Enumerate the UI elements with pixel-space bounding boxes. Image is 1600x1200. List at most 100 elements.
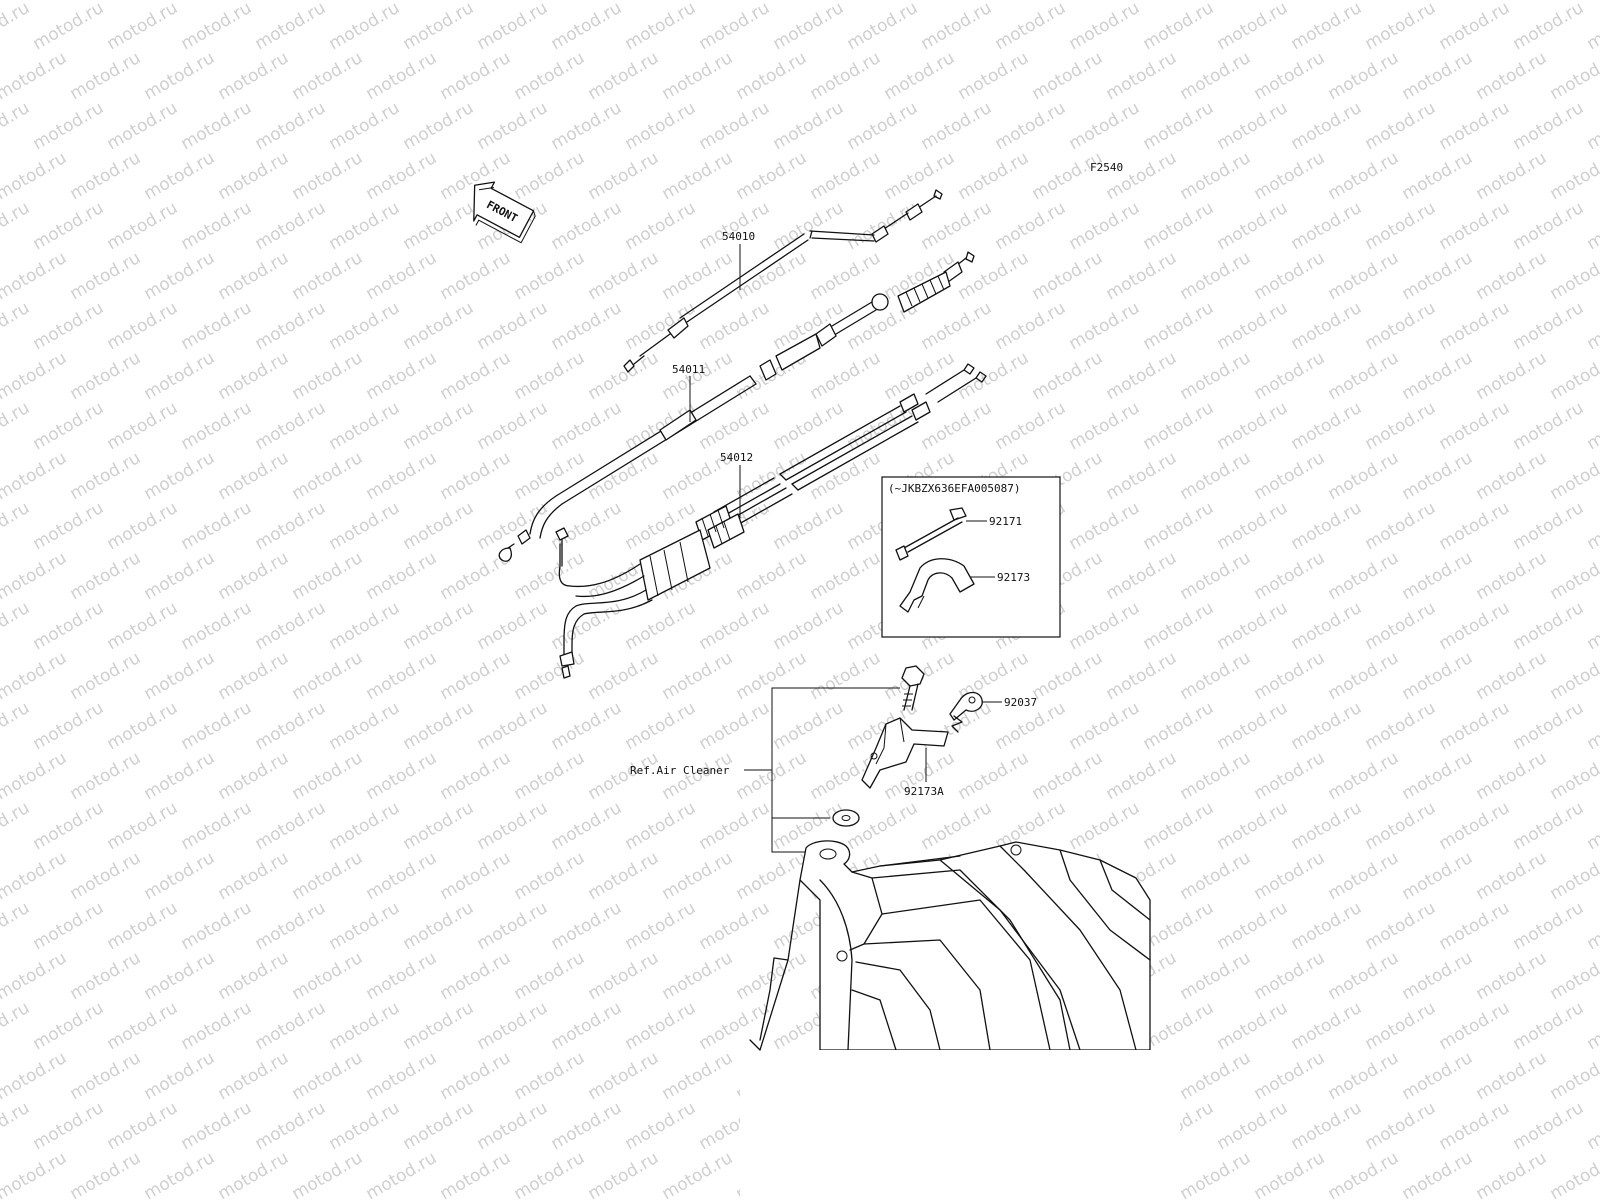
watermark-text: motod.ru bbox=[30, 0, 108, 54]
watermark-text: motod.ru bbox=[141, 448, 219, 504]
watermark-text: motod.ru bbox=[1325, 448, 1403, 504]
watermark-text: motod.ru bbox=[1510, 498, 1588, 554]
watermark-text: motod.ru bbox=[1251, 748, 1329, 804]
watermark-text: motod.ru bbox=[0, 598, 33, 654]
watermark-text: motod.ru bbox=[474, 698, 552, 754]
watermark-text: motod.ru bbox=[215, 348, 293, 404]
watermark-text: motod.ru bbox=[585, 448, 663, 504]
watermark-text: motod.ru bbox=[400, 1098, 478, 1154]
watermark-text: motod.ru bbox=[437, 248, 515, 304]
watermark-text: motod.ru bbox=[30, 298, 108, 354]
watermark-text: motod.ru bbox=[1584, 98, 1600, 154]
watermark-text: motod.ru bbox=[178, 98, 256, 154]
watermark-text: motod.ru bbox=[1177, 448, 1255, 504]
watermark-text: motod.ru bbox=[1510, 798, 1588, 854]
watermark-text: motod.ru bbox=[696, 698, 774, 754]
watermark-text: motod.ru bbox=[511, 448, 589, 504]
watermark-text: motod.ru bbox=[0, 398, 33, 454]
watermark-text: motod.ru bbox=[1473, 0, 1551, 4]
watermark-text: motod.ru bbox=[1214, 498, 1292, 554]
watermark-text: motod.ru bbox=[1251, 648, 1329, 704]
watermark-text: motod.ru bbox=[548, 198, 626, 254]
watermark-text: motod.ru bbox=[0, 98, 33, 154]
watermark-text: motod.ru bbox=[215, 248, 293, 304]
watermark-text: motod.ru bbox=[511, 148, 589, 204]
watermark-text: motod.ru bbox=[1325, 348, 1403, 404]
watermark-text: motod.ru bbox=[1288, 498, 1366, 554]
watermark-text: motod.ru bbox=[1214, 1098, 1292, 1154]
watermark-text: motod.ru bbox=[1251, 0, 1329, 4]
watermark-text: motod.ru bbox=[1066, 398, 1144, 454]
watermark-text: motod.ru bbox=[178, 898, 256, 954]
watermark-text: motod.ru bbox=[1473, 648, 1551, 704]
watermark-text: motod.ru bbox=[1103, 0, 1181, 4]
watermark-text: motod.ru bbox=[1288, 0, 1366, 54]
watermark-text: motod.ru bbox=[215, 0, 293, 4]
part-92171-label: 92171 bbox=[989, 515, 1022, 528]
watermark-text: motod.ru bbox=[1103, 248, 1181, 304]
watermark-text: motod.ru bbox=[1029, 48, 1107, 104]
watermark-text: motod.ru bbox=[178, 798, 256, 854]
watermark-text: motod.ru bbox=[659, 348, 737, 404]
watermark-text: motod.ru bbox=[326, 598, 404, 654]
watermark-text: motod.ru bbox=[770, 0, 848, 54]
housing-edge bbox=[749, 1039, 761, 1051]
watermark-text: motod.ru bbox=[844, 0, 922, 54]
watermark-text: motod.ru bbox=[622, 798, 700, 854]
watermark-text: motod.ru bbox=[1214, 198, 1292, 254]
watermark-text: motod.ru bbox=[289, 348, 367, 404]
watermark-text: motod.ru bbox=[992, 298, 1070, 354]
watermark-text: motod.ru bbox=[215, 48, 293, 104]
watermark-text: motod.ru bbox=[30, 598, 108, 654]
watermark-text: motod.ru bbox=[0, 348, 70, 404]
watermark-text: motod.ru bbox=[67, 148, 145, 204]
watermark-text: motod.ru bbox=[215, 448, 293, 504]
watermark-text: motod.ru bbox=[733, 48, 811, 104]
watermark-text: motod.ru bbox=[1140, 998, 1218, 1054]
watermark-text: motod.ru bbox=[918, 198, 996, 254]
watermark-text: motod.ru bbox=[289, 248, 367, 304]
watermark-text: motod.ru bbox=[1214, 0, 1292, 54]
watermark-text: motod.ru bbox=[1510, 198, 1588, 254]
watermark-text: motod.ru bbox=[252, 998, 330, 1054]
watermark-text: motod.ru bbox=[252, 398, 330, 454]
watermark-text: motod.ru bbox=[363, 848, 441, 904]
watermark-text: motod.ru bbox=[1288, 98, 1366, 154]
watermark-text: motod.ru bbox=[1436, 898, 1514, 954]
watermark-text: motod.ru bbox=[1288, 1098, 1366, 1154]
watermark-text: motod.ru bbox=[548, 0, 626, 54]
watermark-text: motod.ru bbox=[881, 0, 959, 4]
watermark-text: motod.ru bbox=[1436, 498, 1514, 554]
watermark-text: motod.ru bbox=[659, 0, 737, 4]
watermark-text: motod.ru bbox=[585, 148, 663, 204]
watermark-text: motod.ru bbox=[104, 798, 182, 854]
watermark-text: motod.ru bbox=[1140, 98, 1218, 154]
watermark-text: motod.ru bbox=[1436, 798, 1514, 854]
watermark-text: motod.ru bbox=[104, 0, 182, 54]
watermark-text: motod.ru bbox=[474, 798, 552, 854]
watermark-text: motod.ru bbox=[252, 298, 330, 354]
part-92173A-label: 92173A bbox=[904, 785, 944, 798]
watermark-text: motod.ru bbox=[1288, 898, 1366, 954]
watermark-text: motod.ru bbox=[178, 598, 256, 654]
watermark-text: motod.ru bbox=[141, 0, 219, 4]
watermark-text: motod.ru bbox=[0, 1148, 70, 1200]
watermark-text: motod.ru bbox=[252, 798, 330, 854]
watermark-text: motod.ru bbox=[955, 48, 1033, 104]
watermark-text: motod.ru bbox=[511, 348, 589, 404]
part-92037-label: 92037 bbox=[1004, 696, 1037, 709]
watermark-text: motod.ru bbox=[1584, 398, 1600, 454]
watermark-text: motod.ru bbox=[659, 648, 737, 704]
watermark-text: motod.ru bbox=[1547, 748, 1600, 804]
watermark-text: motod.ru bbox=[770, 698, 848, 754]
watermark-text: motod.ru bbox=[252, 498, 330, 554]
watermark-text: motod.ru bbox=[215, 148, 293, 204]
watermark-text: motod.ru bbox=[178, 298, 256, 354]
watermark-text: motod.ru bbox=[252, 598, 330, 654]
watermark-text: motod.ru bbox=[844, 798, 922, 854]
watermark-text: motod.ru bbox=[252, 98, 330, 154]
watermark-text: motod.ru bbox=[585, 648, 663, 704]
part-54010-cable bbox=[623, 189, 943, 373]
watermark-text: motod.ru bbox=[326, 698, 404, 754]
